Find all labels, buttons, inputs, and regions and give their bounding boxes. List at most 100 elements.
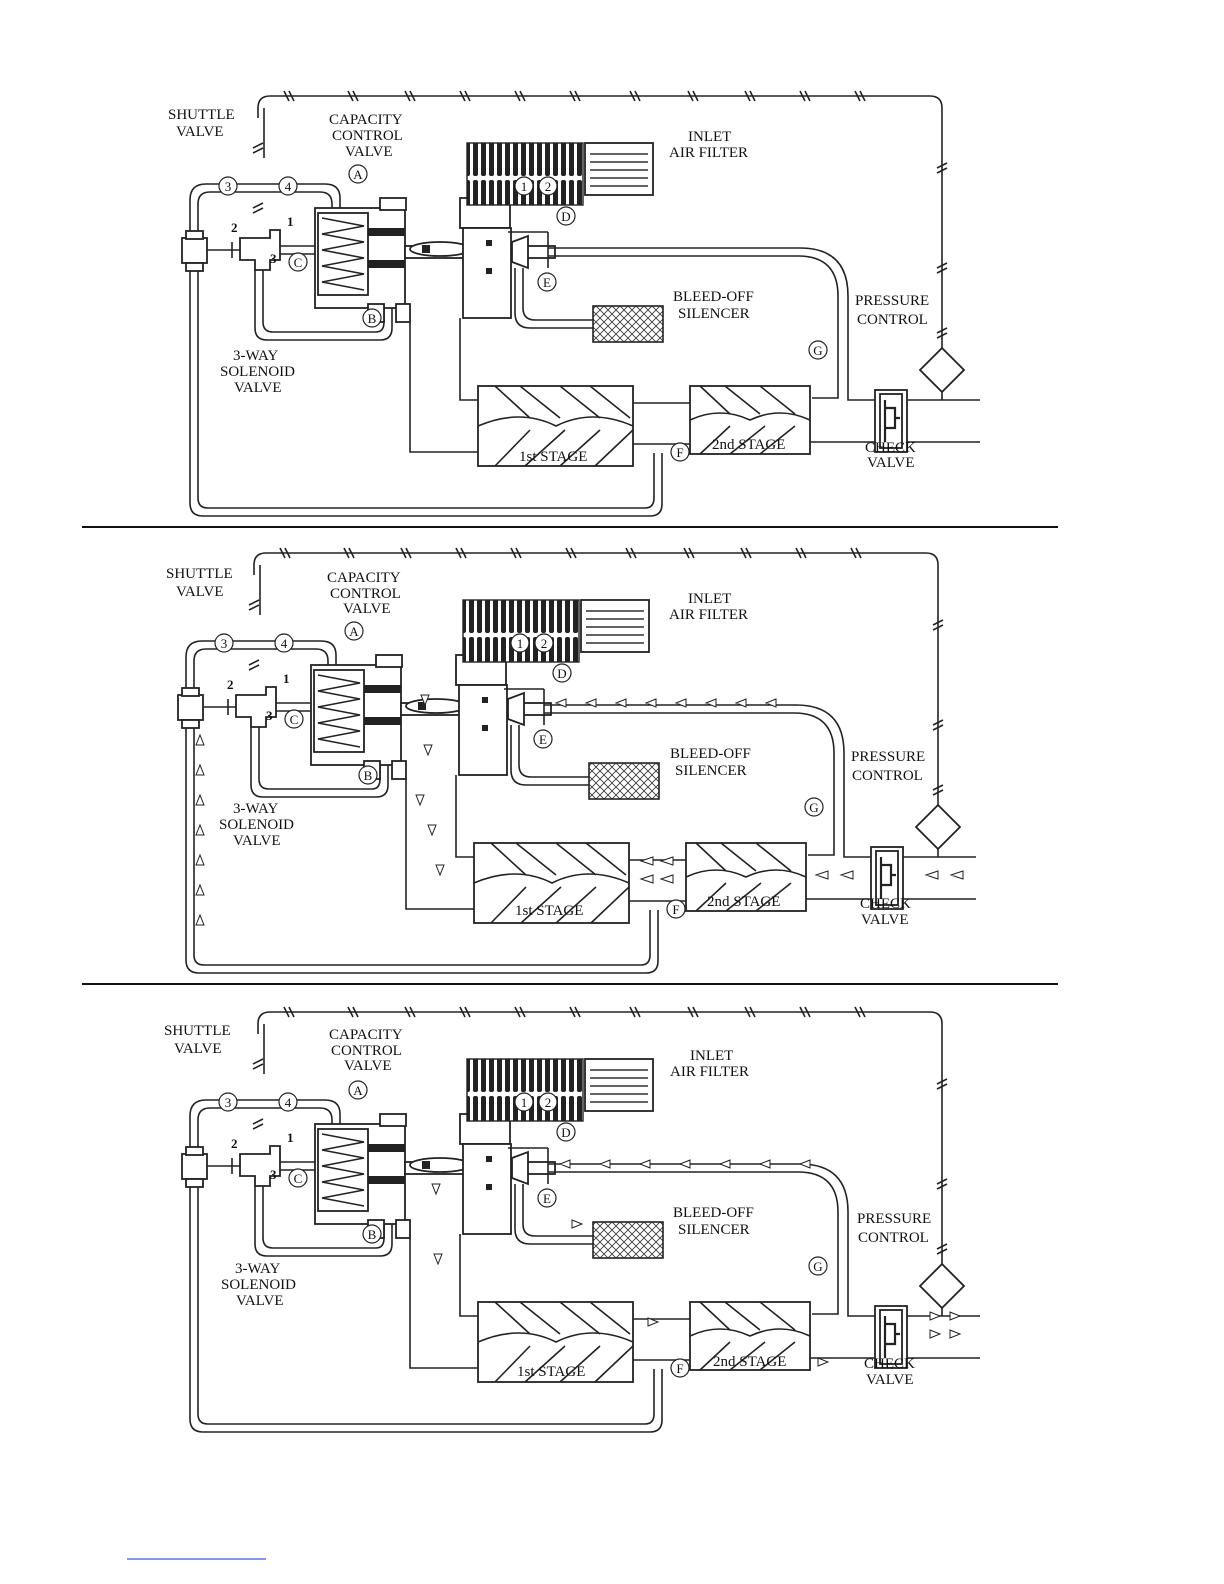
callout-label: 1 xyxy=(517,636,524,651)
callout-label: E xyxy=(543,1191,551,1206)
callout-label: 2 xyxy=(541,636,548,651)
capacity-control-label-3: VALVE xyxy=(343,601,391,617)
capacity-control-label-2: CONTROL xyxy=(330,586,401,602)
port-number-label: 3 xyxy=(270,251,277,266)
callout-label: C xyxy=(290,712,299,727)
inlet-filter-label-2: AIR FILTER xyxy=(669,145,748,161)
port-number-label: 1 xyxy=(287,214,294,229)
callout-circle xyxy=(344,621,364,641)
callout-label: 4 xyxy=(285,1095,292,1110)
capacity-control-label-1: CAPACITY xyxy=(329,112,403,128)
callout-circle xyxy=(274,633,294,653)
panel-3-diagram xyxy=(180,1005,982,1434)
callout-circle xyxy=(278,176,298,196)
callout-label: 2 xyxy=(545,1095,552,1110)
solenoid-label-3: VALVE xyxy=(236,1293,284,1309)
callout-label: F xyxy=(676,445,683,460)
bleed-off-label-2: SILENCER xyxy=(678,1222,750,1238)
callout-label: 2 xyxy=(545,179,552,194)
port-number-label: 1 xyxy=(287,1130,294,1145)
solenoid-label-2: SOLENOID xyxy=(220,364,295,380)
callout-label: G xyxy=(809,800,818,815)
callout-circle xyxy=(666,899,686,919)
port-number-label: 1 xyxy=(283,671,290,686)
bleed-off-label-1: BLEED-OFF xyxy=(673,289,754,305)
inlet-filter-label-2: AIR FILTER xyxy=(670,1064,749,1080)
bleed-off-label-1: BLEED-OFF xyxy=(670,746,751,762)
solenoid-label-1: 3-WAY xyxy=(233,801,278,817)
callout-label: D xyxy=(561,1125,570,1140)
pressure-control-label-2: CONTROL xyxy=(858,1230,929,1246)
callout-circle xyxy=(218,176,238,196)
callout-circle xyxy=(510,633,530,653)
port-number-label: 3 xyxy=(266,708,273,723)
check-valve-label-2: VALVE xyxy=(867,455,915,471)
callout-label: B xyxy=(368,311,377,326)
callout-circle xyxy=(514,176,534,196)
callout-label: F xyxy=(676,1361,683,1376)
callout-label: G xyxy=(813,1259,822,1274)
shuttle-valve-label-2: VALVE xyxy=(176,584,224,600)
shuttle-valve-label-1: SHUTTLE xyxy=(166,566,233,582)
callout-circle xyxy=(362,308,382,328)
callout-label: 4 xyxy=(285,179,292,194)
callout-label: 3 xyxy=(221,636,228,651)
callout-circle xyxy=(358,765,378,785)
callout-label: 1 xyxy=(521,179,528,194)
callout-circle xyxy=(534,633,554,653)
port-number-label: 2 xyxy=(227,677,234,692)
second-stage-label: 2nd STAGE xyxy=(707,894,780,910)
bleed-off-label-1: BLEED-OFF xyxy=(673,1205,754,1221)
callout-circle xyxy=(556,206,576,226)
callout-circle xyxy=(808,1256,828,1276)
check-valve-label-1: CHECK xyxy=(864,1356,915,1372)
port-number-label: 2 xyxy=(231,1136,238,1151)
first-stage-label: 1st STAGE xyxy=(519,449,587,465)
flow-arrows-unloaded xyxy=(431,1159,962,1367)
shuttle-valve-label-2: VALVE xyxy=(176,124,224,140)
callout-label: B xyxy=(364,768,373,783)
callout-circle xyxy=(538,176,558,196)
shuttle-valve-label-1: SHUTTLE xyxy=(168,107,235,123)
first-stage-label: 1st STAGE xyxy=(515,903,583,919)
callout-circle xyxy=(284,709,304,729)
panel-2-labels: SHUTTLE VALVE CAPACITY CONTROL VALVE INL… xyxy=(166,566,925,928)
callout-circle xyxy=(670,442,690,462)
bleed-off-label-2: SILENCER xyxy=(678,306,750,322)
shuttle-valve-label-1: SHUTTLE xyxy=(164,1023,231,1039)
inlet-filter-label-1: INLET xyxy=(690,1048,733,1064)
capacity-control-label-1: CAPACITY xyxy=(327,570,401,586)
callout-label: A xyxy=(353,1083,363,1098)
callout-label: C xyxy=(294,255,303,270)
callout-circle xyxy=(556,1122,576,1142)
callout-circle xyxy=(214,633,234,653)
panel-1-labels: SHUTTLE VALVE CAPACITY CONTROL VALVE INL… xyxy=(168,107,929,471)
callout-label: D xyxy=(561,209,570,224)
check-valve-label-2: VALVE xyxy=(861,912,909,928)
solenoid-label-2: SOLENOID xyxy=(221,1277,296,1293)
callout-label: 3 xyxy=(225,179,232,194)
capacity-control-label-2: CONTROL xyxy=(331,1043,402,1059)
callout-circle xyxy=(348,164,368,184)
panel-3-labels: SHUTTLE VALVE CAPACITY CONTROL VALVE INL… xyxy=(164,1023,931,1388)
callout-circle xyxy=(537,272,557,292)
callout-circle xyxy=(804,797,824,817)
callout-label: E xyxy=(543,275,551,290)
capacity-control-label-2: CONTROL xyxy=(332,128,403,144)
flow-arrows-loaded xyxy=(195,694,964,926)
pressure-control-label-1: PRESSURE xyxy=(851,749,925,765)
callout-label: 4 xyxy=(281,636,288,651)
callout-label: 1 xyxy=(521,1095,528,1110)
callout-circle xyxy=(538,1092,558,1112)
callout-label: 3 xyxy=(225,1095,232,1110)
callout-label: C xyxy=(294,1171,303,1186)
check-valve-label-1: CHECK xyxy=(865,440,916,456)
callout-circle xyxy=(288,1168,308,1188)
solenoid-label-3: VALVE xyxy=(233,833,281,849)
callout-circle xyxy=(348,1080,368,1100)
callout-circle xyxy=(514,1092,534,1112)
callout-label: A xyxy=(353,167,363,182)
bleed-off-label-2: SILENCER xyxy=(675,763,747,779)
first-stage-label: 1st STAGE xyxy=(517,1364,585,1380)
